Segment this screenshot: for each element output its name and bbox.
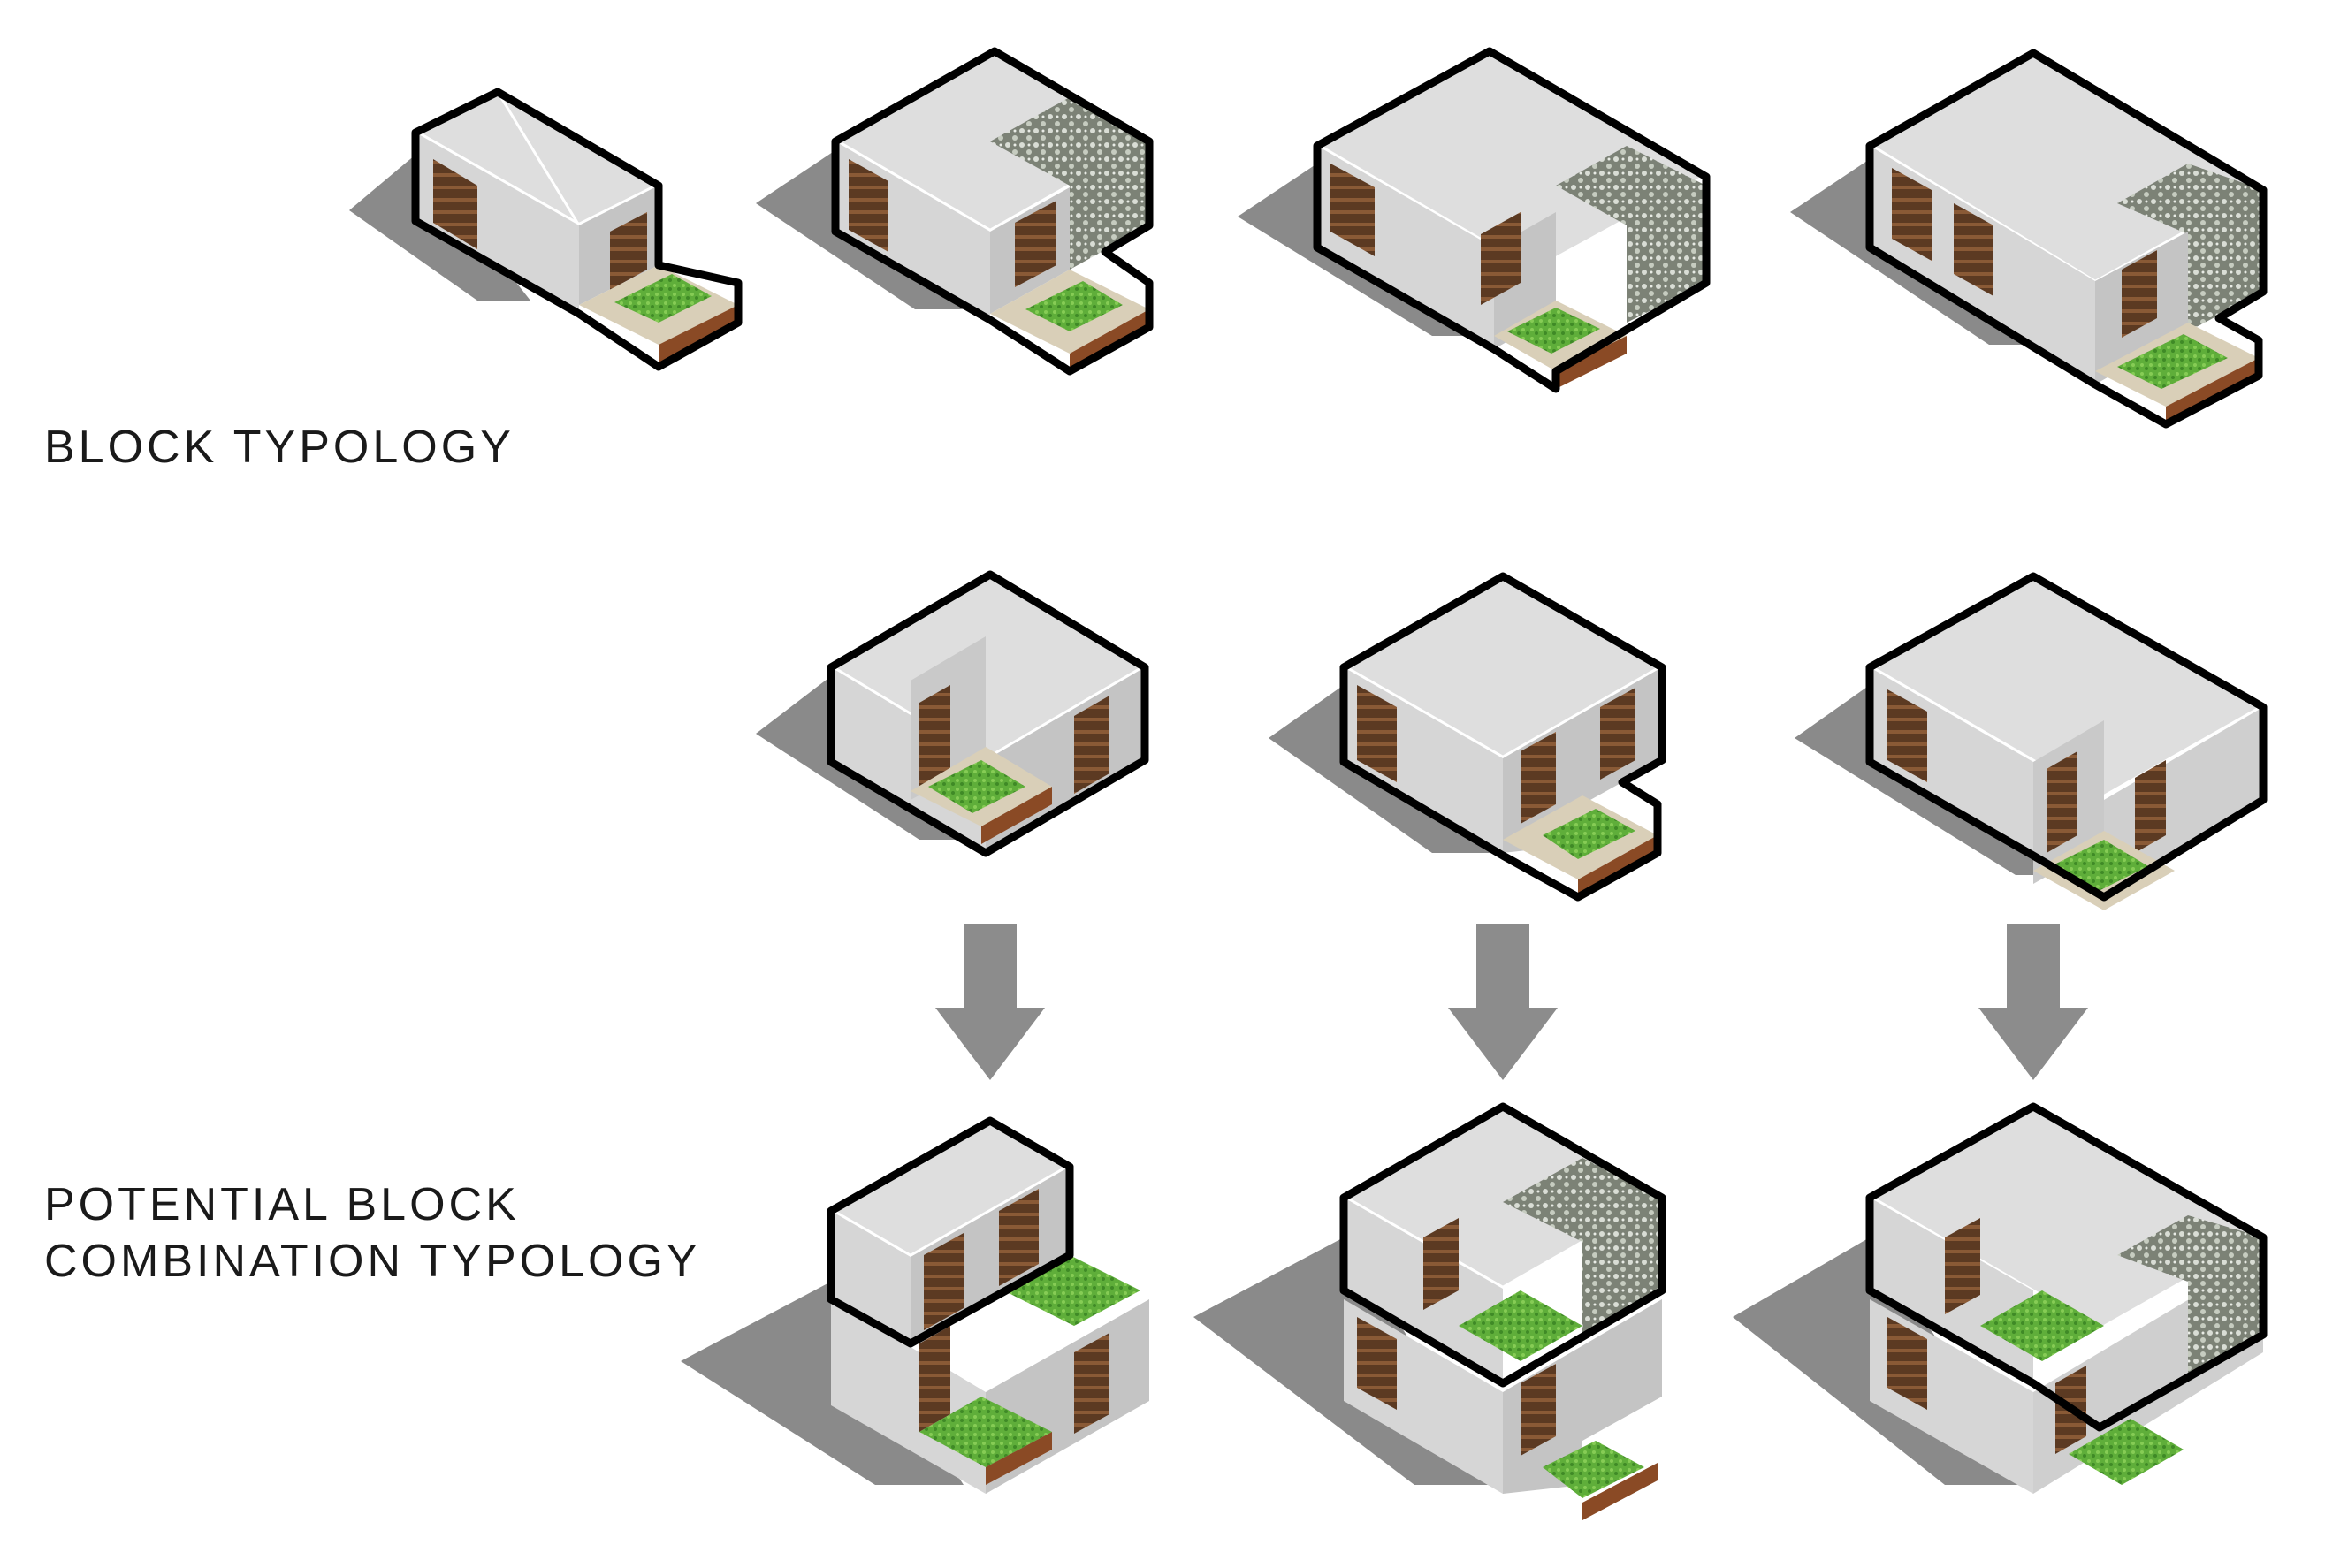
lower-shutter-front (1074, 1333, 1109, 1434)
shutter-front (1481, 212, 1521, 305)
lower-terrace (2069, 1419, 2184, 1485)
upper-outline (827, 1116, 1074, 1348)
shutter-court (919, 685, 950, 787)
middle-block-3 (1795, 572, 2269, 910)
upper-shutter (1945, 1218, 1980, 1314)
block-outline (1339, 572, 1666, 902)
block-typology-3 (1238, 47, 1712, 393)
block-typology-2 (756, 47, 1155, 376)
lower-planter (986, 1432, 1052, 1485)
shutter-front-b (1600, 688, 1635, 780)
terrace-grass (2117, 334, 2228, 389)
shutter-left (849, 159, 888, 252)
lower-shutter (1357, 1317, 1397, 1410)
lower-wall-front (1503, 1299, 1662, 1494)
terrace-planter (981, 787, 1052, 844)
upper-outline (1339, 1102, 1666, 1388)
shutter-front (2122, 250, 2157, 338)
lower-planter (1582, 1463, 1658, 1520)
shutter-front (1074, 696, 1109, 794)
middle-block-1 (756, 570, 1150, 857)
lower-shutter-front (1521, 1364, 1556, 1456)
perforated-screen (1556, 146, 1706, 323)
shutter-front (610, 212, 647, 290)
arrow-down-3 (1978, 924, 2088, 1080)
shutter-left (1357, 685, 1397, 782)
upper-shutter-b (999, 1189, 1039, 1286)
combination-typology-label: POTENTIAL BLOCK COMBINATION TYPOLOGY (44, 1179, 701, 1287)
terrace-grass (1025, 281, 1123, 331)
terrace-grass (1507, 308, 1600, 354)
block-typology-1 (349, 88, 743, 371)
shutter-left (1330, 164, 1375, 256)
terrace-grass (928, 760, 1025, 813)
shutter-left (1887, 689, 1927, 782)
perforated-screen (990, 97, 1149, 270)
shutter-front-a (1521, 732, 1556, 824)
combination-block-1 (681, 1116, 1149, 1494)
combination-block-3 (1733, 1102, 2269, 1494)
block-outline (1313, 47, 1711, 393)
block-outline (411, 88, 743, 371)
terrace-planter (659, 305, 738, 362)
shutter-front (2135, 760, 2166, 853)
lower-shutter (919, 1326, 950, 1432)
arrow-down-1 (935, 924, 1045, 1080)
upper-terrace (1980, 1290, 2104, 1361)
terrace-planter (1556, 336, 1627, 389)
upper-shutter (1423, 1218, 1459, 1310)
block-typology-4 (1790, 49, 2269, 429)
block-outline (1865, 572, 2268, 902)
lower-shutter (1887, 1317, 1927, 1410)
upper-outline (1865, 1102, 2268, 1432)
shutter-court (2047, 751, 2077, 853)
terrace-grass (1543, 809, 1635, 859)
middle-block-2 (1269, 572, 1668, 902)
block-outline (1865, 49, 2268, 429)
block-outline (827, 570, 1149, 857)
block-typology-label: BLOCK TYPOLOGY (44, 422, 515, 473)
block-outline (831, 47, 1154, 376)
perforated-screen (2117, 1215, 2263, 1374)
upper-shutter-a (924, 1233, 964, 1330)
perforated-screen (2117, 164, 2263, 331)
perforated-screen (1503, 1158, 1662, 1335)
upper-terrace (1459, 1290, 1582, 1361)
shutter-left-b (1954, 203, 1993, 296)
lower-terrace (1543, 1441, 1644, 1498)
shutter-left (433, 159, 477, 249)
terrace-grass (614, 274, 712, 323)
arrow-down-2 (1448, 924, 1558, 1080)
shutter-front (1015, 201, 1056, 287)
combination-block-2 (1193, 1102, 1668, 1520)
shutter-left-a (1892, 168, 1932, 261)
